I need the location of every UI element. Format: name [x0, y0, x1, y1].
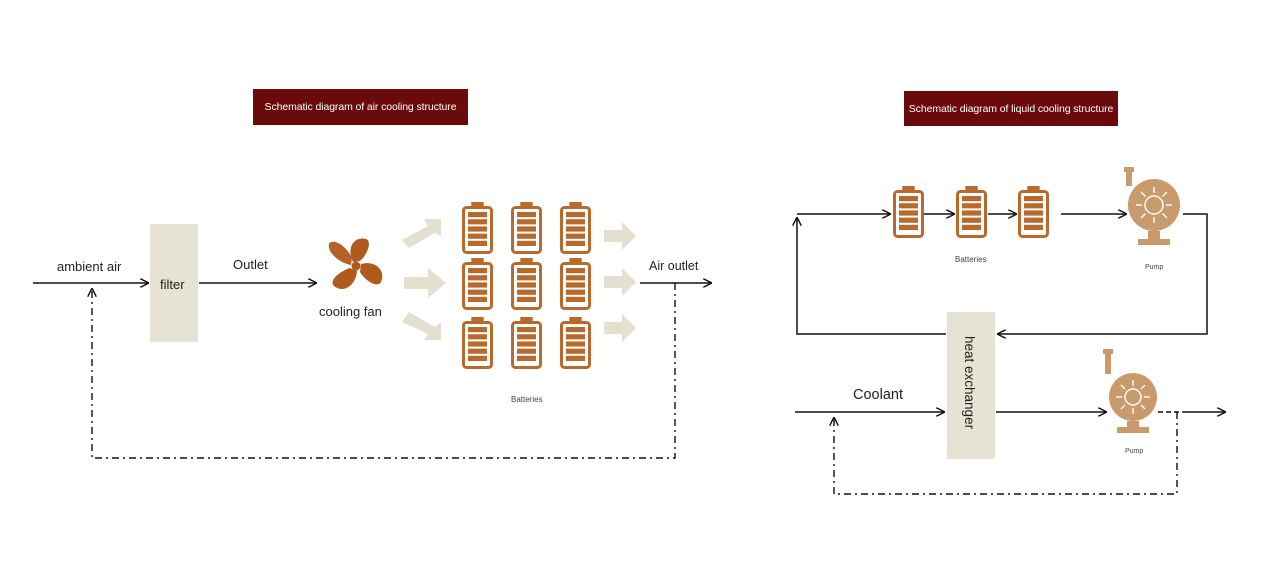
battery-layer — [462, 186, 1049, 369]
battery-air-r1-c2 — [511, 202, 542, 254]
airflow-arrows-out — [604, 222, 636, 342]
battery-air-r3-c1 — [462, 317, 493, 369]
battery-air-r3-c2 — [511, 317, 542, 369]
battery-liquid-2 — [956, 186, 987, 238]
pump-label-top: Pump — [1145, 264, 1164, 271]
ambient-air-label: ambient air — [57, 259, 122, 274]
outlet-label: Outlet — [233, 257, 268, 272]
cooling-fan-label: cooling fan — [319, 304, 382, 319]
pump-to-exchanger-line — [998, 213, 1208, 334]
recirculation-loop-air — [92, 283, 676, 459]
battery-air-r3-c3 — [560, 317, 591, 369]
battery-air-r2-c3 — [560, 258, 591, 310]
battery-liquid-3 — [1018, 186, 1049, 238]
heat-exchanger-box — [947, 312, 995, 459]
air-outlet-label: Air outlet — [649, 259, 699, 273]
battery-air-r2-c1 — [462, 258, 493, 310]
batteries-label-liquid: Batteries — [955, 255, 987, 264]
heat-exchanger-label: heat exchanger — [962, 336, 977, 430]
battery-liquid-1 — [893, 186, 924, 238]
pump-label-bottom: Pump — [1125, 448, 1144, 455]
liquid-cooling-title: Schematic diagram of liquid cooling stru… — [904, 91, 1118, 126]
pump-icon-bottom — [1103, 349, 1157, 433]
air-cooling-title: Schematic diagram of air cooling structu… — [253, 89, 468, 125]
battery-air-r1-c3 — [560, 202, 591, 254]
pump-icon-top — [1124, 167, 1180, 245]
filter-box — [150, 224, 198, 342]
recirculation-loop-coolant — [834, 412, 1178, 495]
batteries-label-air: Batteries — [511, 395, 543, 404]
battery-air-r2-c2 — [511, 258, 542, 310]
cooling-fan-icon — [328, 238, 383, 290]
coolant-label: Coolant — [853, 387, 903, 403]
battery-air-r1-c1 — [462, 202, 493, 254]
exchanger-return-line — [797, 218, 946, 335]
filter-label: filter — [160, 277, 185, 292]
airflow-arrows-in — [402, 219, 446, 340]
